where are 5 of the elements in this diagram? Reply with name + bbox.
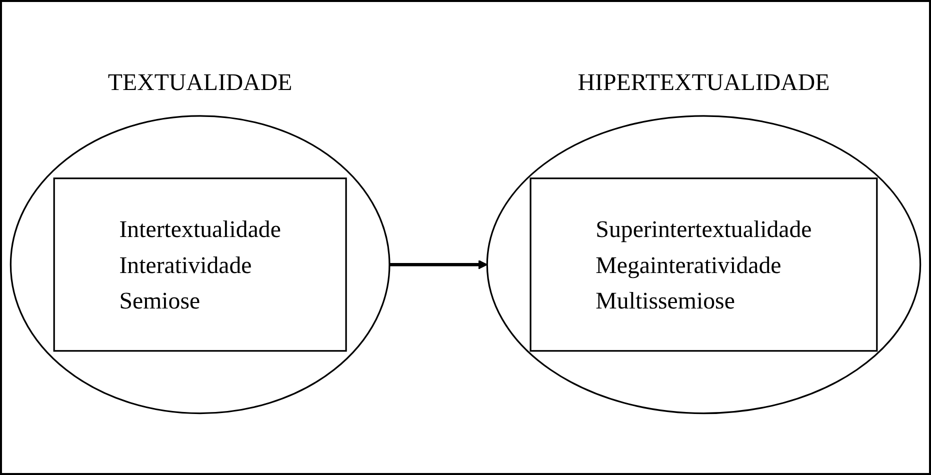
node-label: TEXTUALIDADE [108,68,292,96]
node-box: Intertextualidade Interatividade Semiose [53,178,347,352]
node-box: Superintertextualidade Megainteratividade Multissemiose [530,178,878,352]
arrow [389,260,488,270]
node-label: HIPERTEXTUALIDADE [578,68,830,96]
